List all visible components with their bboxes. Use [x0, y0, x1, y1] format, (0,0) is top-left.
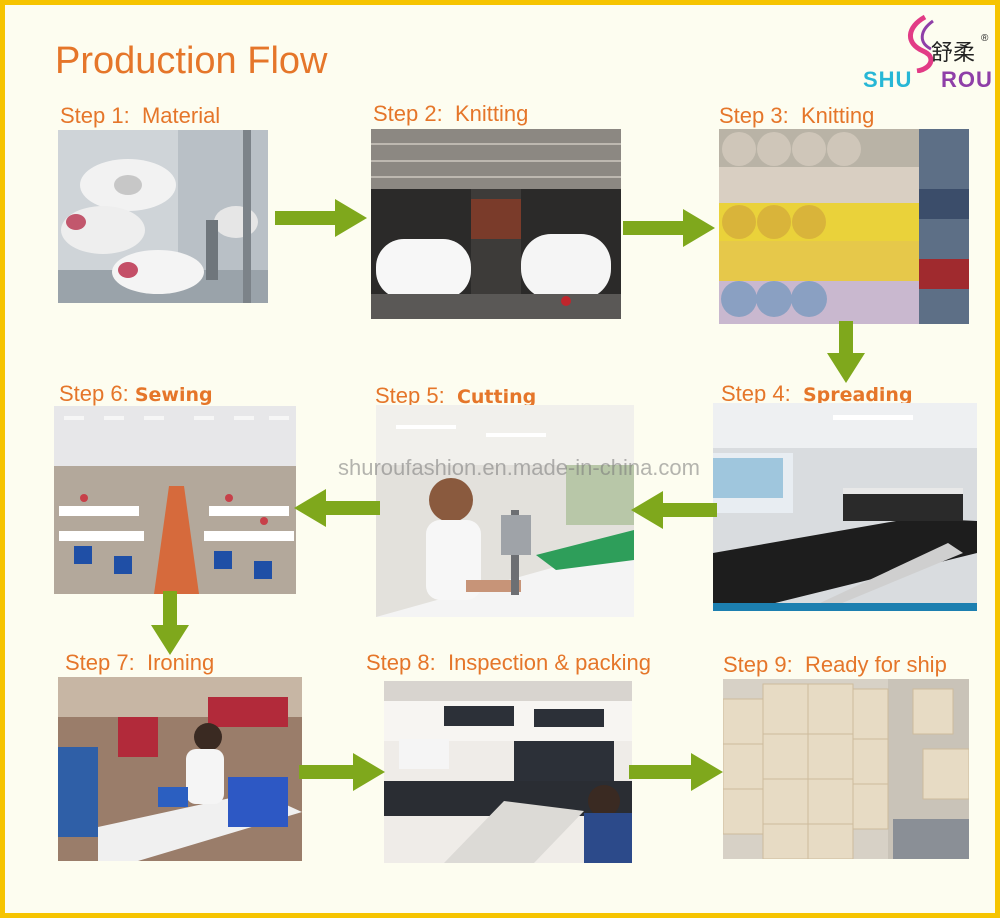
- arrow-3-to-4: [827, 321, 865, 383]
- step-6-label: Step 6: Sewing: [59, 381, 213, 406]
- shurou-logo: 舒柔 ® SHU ROU: [857, 13, 997, 93]
- arrow-4-to-5: [631, 491, 717, 529]
- logo-shu-text: SHU: [863, 67, 913, 92]
- arrow-7-to-8: [299, 753, 385, 791]
- step-9-photo: [723, 679, 969, 859]
- logo-swirl-icon: [908, 14, 934, 73]
- arrow-1-to-2: [275, 199, 367, 237]
- step-2-label: Step 2: Knitting: [373, 101, 529, 126]
- step-5-label: Step 5: Cutting: [375, 383, 537, 408]
- step-1-photo: [58, 130, 268, 303]
- arrow-8-to-9: [629, 753, 723, 791]
- arrow-5-to-6: [294, 489, 380, 527]
- step-7-label: Step 7: Ironing: [65, 650, 215, 675]
- production-flow-diagram: Production Flow 舒柔 ® SHU ROU Step 1: Mat…: [5, 5, 995, 913]
- watermark: shuroufashion.en.made-in-china.com: [338, 455, 700, 480]
- step-6-photo: [54, 406, 296, 594]
- step-1-label: Step 1: Material: [60, 103, 221, 128]
- arrow-2-to-3: [623, 209, 715, 247]
- step-7-photo: [58, 677, 302, 861]
- step-2-photo: [371, 129, 621, 319]
- registered-mark: ®: [981, 33, 989, 44]
- logo-chinese-text: 舒柔: [931, 41, 976, 66]
- step-8-label: Step 8: Inspection & packing: [366, 650, 651, 675]
- arrow-6-to-7: [151, 591, 189, 655]
- logo-rou-text: ROU: [941, 67, 993, 92]
- step-3-photo: [719, 129, 969, 324]
- step-5-photo: [376, 405, 634, 617]
- step-4-label: Step 4: Spreading: [721, 381, 913, 406]
- step-9-label: Step 9: Ready for ship: [723, 652, 947, 677]
- step-3-label: Step 3: Knitting: [719, 103, 875, 128]
- page-title: Production Flow: [55, 40, 328, 82]
- step-8-photo: [384, 681, 632, 863]
- step-4-photo: [713, 403, 977, 611]
